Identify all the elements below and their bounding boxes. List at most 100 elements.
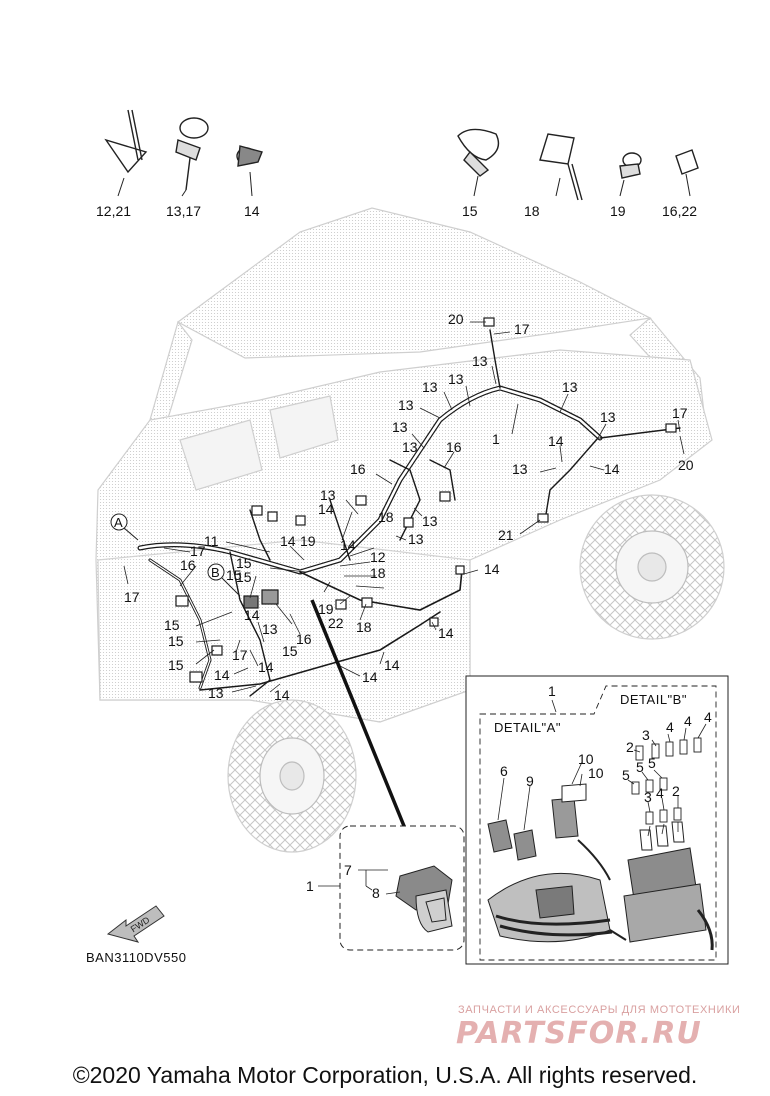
callout: 13 — [512, 461, 528, 477]
callout: 13 — [262, 621, 278, 637]
clip-16-22-icon — [675, 149, 699, 197]
detail-b-label: 3 — [642, 727, 650, 743]
detail-b-label: 4 — [704, 709, 712, 725]
callout: 13 — [448, 371, 464, 387]
callout: 17 — [124, 589, 140, 605]
detail-a-title: DETAIL"A" — [494, 720, 561, 735]
callout: 20 — [448, 311, 464, 327]
inset-module: 1 7 8 — [306, 825, 465, 951]
callout: 19 — [300, 533, 316, 549]
callout: 13 — [600, 409, 616, 425]
detail-b-label: 4 — [684, 713, 692, 729]
band-18-icon — [539, 133, 583, 201]
callout: 15 — [236, 569, 252, 585]
callout: 14 — [604, 461, 620, 477]
callout: 14 — [548, 433, 564, 449]
callout: 14 — [318, 501, 334, 517]
harness-callouts-extra: 14 14 — [438, 561, 500, 641]
fastener-label: 19 — [610, 203, 626, 219]
detail-panel: 1 DETAIL"A" DETAIL"B" 6 9 10 10 — [465, 675, 729, 965]
inset-label-1: 1 — [306, 878, 314, 894]
callout: 14 — [258, 659, 274, 675]
detail-b-label: 5 — [636, 759, 644, 775]
detail-b-label: 2 — [672, 783, 680, 799]
callout: 16 — [446, 439, 462, 455]
fastener-label: 16,22 — [662, 203, 697, 219]
fwd-arrow-icon: FWD — [106, 905, 165, 943]
callout: 11 — [204, 533, 219, 549]
fastener-label: 12,21 — [96, 203, 131, 219]
fastener-label: 15 — [462, 203, 478, 219]
callout: 18 — [370, 565, 386, 581]
detail-b-label: 5 — [648, 755, 656, 771]
copyright-notice: ©2020 Yamaha Motor Corporation, U.S.A. A… — [72, 1062, 698, 1088]
callout: 13 — [398, 397, 414, 413]
callout: 16 — [350, 461, 366, 477]
callout: 13 — [422, 379, 438, 395]
callout: 12 — [370, 549, 386, 565]
clip-19-icon — [619, 152, 642, 197]
callout: 1 — [492, 431, 500, 447]
callout: 22 — [328, 615, 344, 631]
callout: 15 — [168, 633, 184, 649]
detail-b-title: DETAIL"B" — [620, 692, 687, 707]
inset-label-8: 8 — [372, 885, 380, 901]
callout: 13 — [562, 379, 578, 395]
detail-top-label: 1 — [548, 683, 556, 699]
watermark-logo: PARTSFOR.RU — [456, 1016, 702, 1051]
detail-a-label: 9 — [526, 773, 534, 789]
callout: 15 — [164, 617, 180, 633]
callout: 13 — [402, 439, 418, 455]
diagram-reference-code: BAN3110DV550 — [86, 950, 187, 965]
cable-tie-13-17-icon — [175, 117, 209, 197]
detail-a-label: 10 — [588, 765, 604, 781]
leader-lines — [123, 321, 685, 693]
detail-b-label: 4 — [666, 719, 674, 735]
callout: 14 — [362, 669, 378, 685]
fastener-labels: 12,21 13,17 14 15 18 19 16,22 — [96, 203, 697, 219]
callout: 17 — [232, 647, 248, 663]
callout: 14 — [384, 657, 400, 673]
callout: 14 — [274, 687, 290, 703]
fastener-row — [104, 109, 699, 201]
callout: 13 — [392, 419, 408, 435]
callout: 13 — [422, 513, 438, 529]
fastener-label: 13,17 — [166, 203, 201, 219]
callout: 17 — [514, 321, 530, 337]
vehicle-seat — [179, 419, 263, 491]
callout: 14 — [280, 533, 296, 549]
inset-label-7: 7 — [344, 862, 352, 878]
vehicle-front-pillar — [149, 320, 193, 429]
fastener-label: 14 — [244, 203, 260, 219]
detail-b-label: 4 — [656, 785, 664, 801]
detail-a-label: 6 — [500, 763, 508, 779]
detail-b-label: 2 — [626, 739, 634, 755]
callout: 16 — [296, 631, 312, 647]
callout: 14 — [484, 561, 500, 577]
vehicle-roof — [176, 207, 652, 359]
fastener-label: 18 — [524, 203, 540, 219]
callout: 13 — [408, 531, 424, 547]
callout: 20 — [678, 457, 694, 473]
marker-a-label: A — [114, 515, 123, 530]
callout: 15 — [236, 555, 252, 571]
callout: 13 — [320, 487, 336, 503]
callout: 13 — [472, 353, 488, 369]
vehicle-seat-2 — [269, 395, 339, 459]
callout: 13 — [208, 685, 224, 701]
detail-b-label: 3 — [644, 789, 652, 805]
callout: 19 — [318, 601, 334, 617]
clamp-14-icon — [236, 145, 263, 197]
band-15-icon — [457, 128, 500, 197]
callout: 17 — [190, 543, 206, 559]
callout: 14 — [340, 537, 356, 553]
inset-pointer — [310, 599, 406, 827]
callout: 16 — [180, 557, 196, 573]
callout: 14 — [244, 607, 260, 623]
watermark-tagline: ЗАПЧАСТИ И АКСЕССУАРЫ ДЛЯ МОТОТЕХНИКИ — [458, 1004, 741, 1016]
callout: 21 — [498, 527, 514, 543]
cable-tie-12-21-icon — [104, 109, 148, 197]
marker-b: B — [207, 563, 241, 597]
callout: 18 — [356, 619, 372, 635]
callout: 14 — [438, 625, 454, 641]
